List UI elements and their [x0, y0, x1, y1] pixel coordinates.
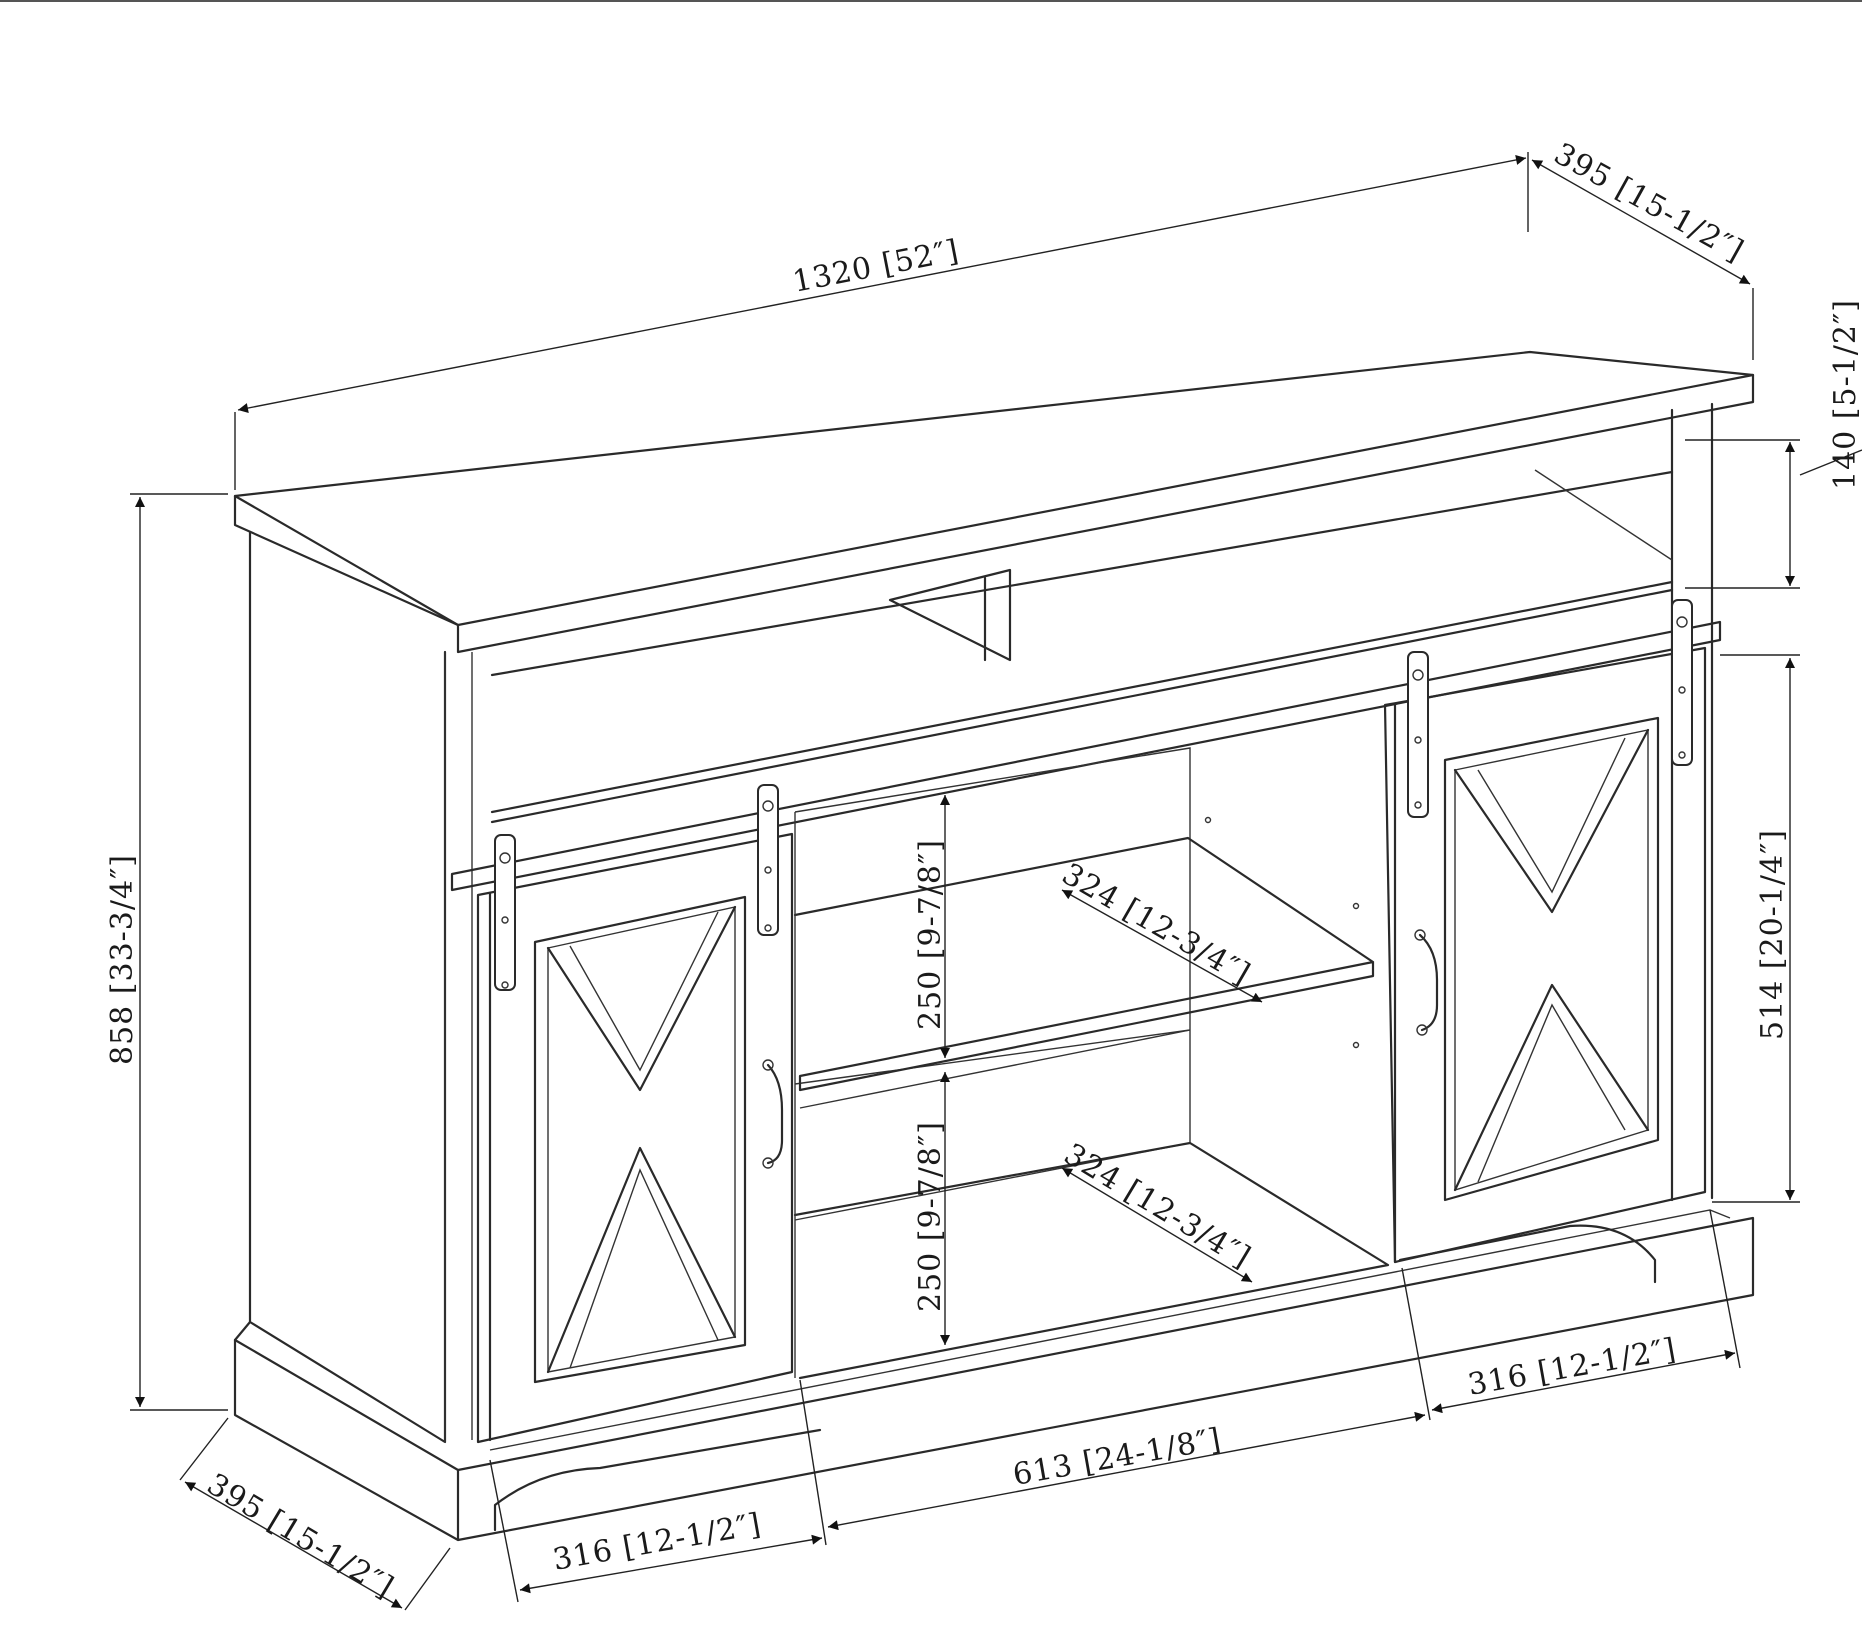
left-door-x-brace [546, 905, 737, 1374]
overall-width-label: 1320 [52″] [790, 233, 962, 300]
door-track [450, 620, 1722, 892]
left-door-panel [533, 895, 747, 1384]
right-post [1670, 402, 1714, 1202]
left-side-panel [248, 530, 447, 1444]
lower-shelf-depth-label: 324 [12-3/4″] [1058, 1137, 1257, 1276]
overall-height-label: 858 [33-3/4″] [105, 854, 140, 1065]
center-divider [888, 568, 1012, 662]
upper-compartment-height-label: 250 [9-7/8″] [913, 839, 948, 1030]
door-height-label: 514 [20-1/4″] [1755, 829, 1790, 1040]
upper-shelf-depth-label: 324 [12-3/4″] [1056, 857, 1256, 993]
shelf-height-label: 140 [5-1/2″] [1828, 299, 1862, 490]
base-cutout-left [493, 1428, 822, 1532]
top-depth-label: 395 [15-1/2″] [1548, 136, 1750, 269]
lower-compartment-height-label: 250 [9-7/8″] [913, 1121, 948, 1312]
right-door-handle [1418, 933, 1439, 1032]
top-slab [233, 350, 1755, 654]
inner-compartment [794, 747, 1191, 1221]
base-cutout-right [1398, 1224, 1657, 1284]
center-opening-width-label: 613 [24-1/8″] [1010, 1422, 1224, 1493]
open-shelf-bottom [490, 580, 1674, 824]
right-door-panel [1443, 716, 1660, 1202]
dimension-lines [130, 152, 1862, 1611]
upper-shelf [793, 836, 1375, 1092]
right-barn-door [1383, 599, 1707, 1264]
bottom-depth-label: 395 [15-1/2″] [201, 1467, 400, 1606]
left-door-handle [766, 1063, 784, 1165]
tv-stand-outline [233, 350, 1755, 1542]
right-door-x-brace [1453, 728, 1650, 1192]
left-barn-door [476, 784, 794, 1444]
lower-shelf [793, 1141, 1390, 1380]
